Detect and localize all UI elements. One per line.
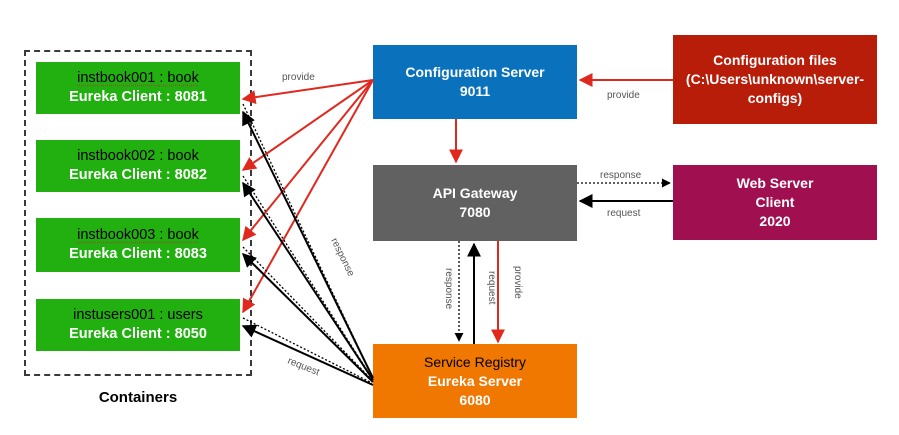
client-instbook003[interactable]: instbook003 : book Eureka Client : 8083 xyxy=(36,218,240,272)
web-server-node[interactable]: Web Server Client 2020 xyxy=(673,165,877,240)
edge-client-3-to-registry-dotted xyxy=(242,246,373,381)
configuration-files-node[interactable]: Configuration files (C:\Users\unknown\se… xyxy=(673,35,877,124)
client-port: Eureka Client : 8082 xyxy=(69,167,207,183)
api-gateway-node[interactable]: API Gateway 7080 xyxy=(373,165,577,241)
edge-config-to-client-2 xyxy=(241,79,374,171)
web-server-port: 2020 xyxy=(759,213,791,229)
client-instbook002[interactable]: instbook002 : book Eureka Client : 8082 xyxy=(36,140,240,192)
edge-registry-to-client-1 xyxy=(242,110,374,379)
client-name: instbook002 : book xyxy=(77,148,199,164)
label-request-web: request xyxy=(607,208,641,219)
service-registry-port: 6080 xyxy=(459,391,491,408)
web-server-title: Web Server xyxy=(736,175,814,191)
service-registry-title: Service Registry xyxy=(424,353,526,370)
label-provide-containers: provide xyxy=(282,72,315,83)
client-instbook001[interactable]: instbook001 : book Eureka Client : 8081 xyxy=(36,62,240,114)
containers-group xyxy=(24,50,252,376)
edge-config-to-client-4 xyxy=(242,79,374,314)
client-port: Eureka Client : 8050 xyxy=(69,326,207,342)
client-port: Eureka Client : 8083 xyxy=(69,246,207,262)
configuration-server-node[interactable]: Configuration Server 9011 xyxy=(373,45,577,119)
api-gateway-title: API Gateway xyxy=(432,185,518,201)
configuration-server-title: Configuration Server xyxy=(405,64,545,80)
containers-label: Containers xyxy=(98,389,178,406)
edge-registry-to-client-4 xyxy=(241,324,374,386)
edge-config-to-client-3 xyxy=(242,79,374,242)
api-gateway-port: 7080 xyxy=(459,204,491,220)
edge-client-4-to-registry-dotted xyxy=(242,317,373,384)
edge-registry-to-client-2 xyxy=(242,181,374,381)
label-provide-registry: provide xyxy=(512,266,523,299)
client-instusers001[interactable]: instusers001 : users Eureka Client : 805… xyxy=(36,299,240,351)
label-response-web: response xyxy=(600,170,642,181)
label-response-containers: response xyxy=(328,236,356,278)
client-name: instbook003 : book xyxy=(77,227,199,243)
client-port: Eureka Client : 8081 xyxy=(69,89,207,105)
label-request-gateway: request xyxy=(486,271,497,305)
client-name: instusers001 : users xyxy=(73,307,203,323)
web-server-subtitle: Client xyxy=(755,194,795,210)
edge-registry-to-client-3 xyxy=(242,253,374,383)
configuration-files-path-end: configs) xyxy=(747,90,803,106)
service-registry-subtitle: Eureka Server xyxy=(427,372,523,389)
configuration-files-title: Configuration files xyxy=(713,52,837,68)
client-name: instbook001 : book xyxy=(77,70,199,86)
service-registry-node[interactable]: Service Registry Eureka Server 6080 xyxy=(373,344,577,418)
edge-config-to-client-1 xyxy=(241,79,374,105)
configuration-files-path: (C:\Users\unknown\server- xyxy=(685,71,865,87)
configuration-server-port: 9011 xyxy=(459,83,491,99)
label-response-gateway: response xyxy=(443,268,454,310)
label-provide-files: provide xyxy=(607,90,640,101)
